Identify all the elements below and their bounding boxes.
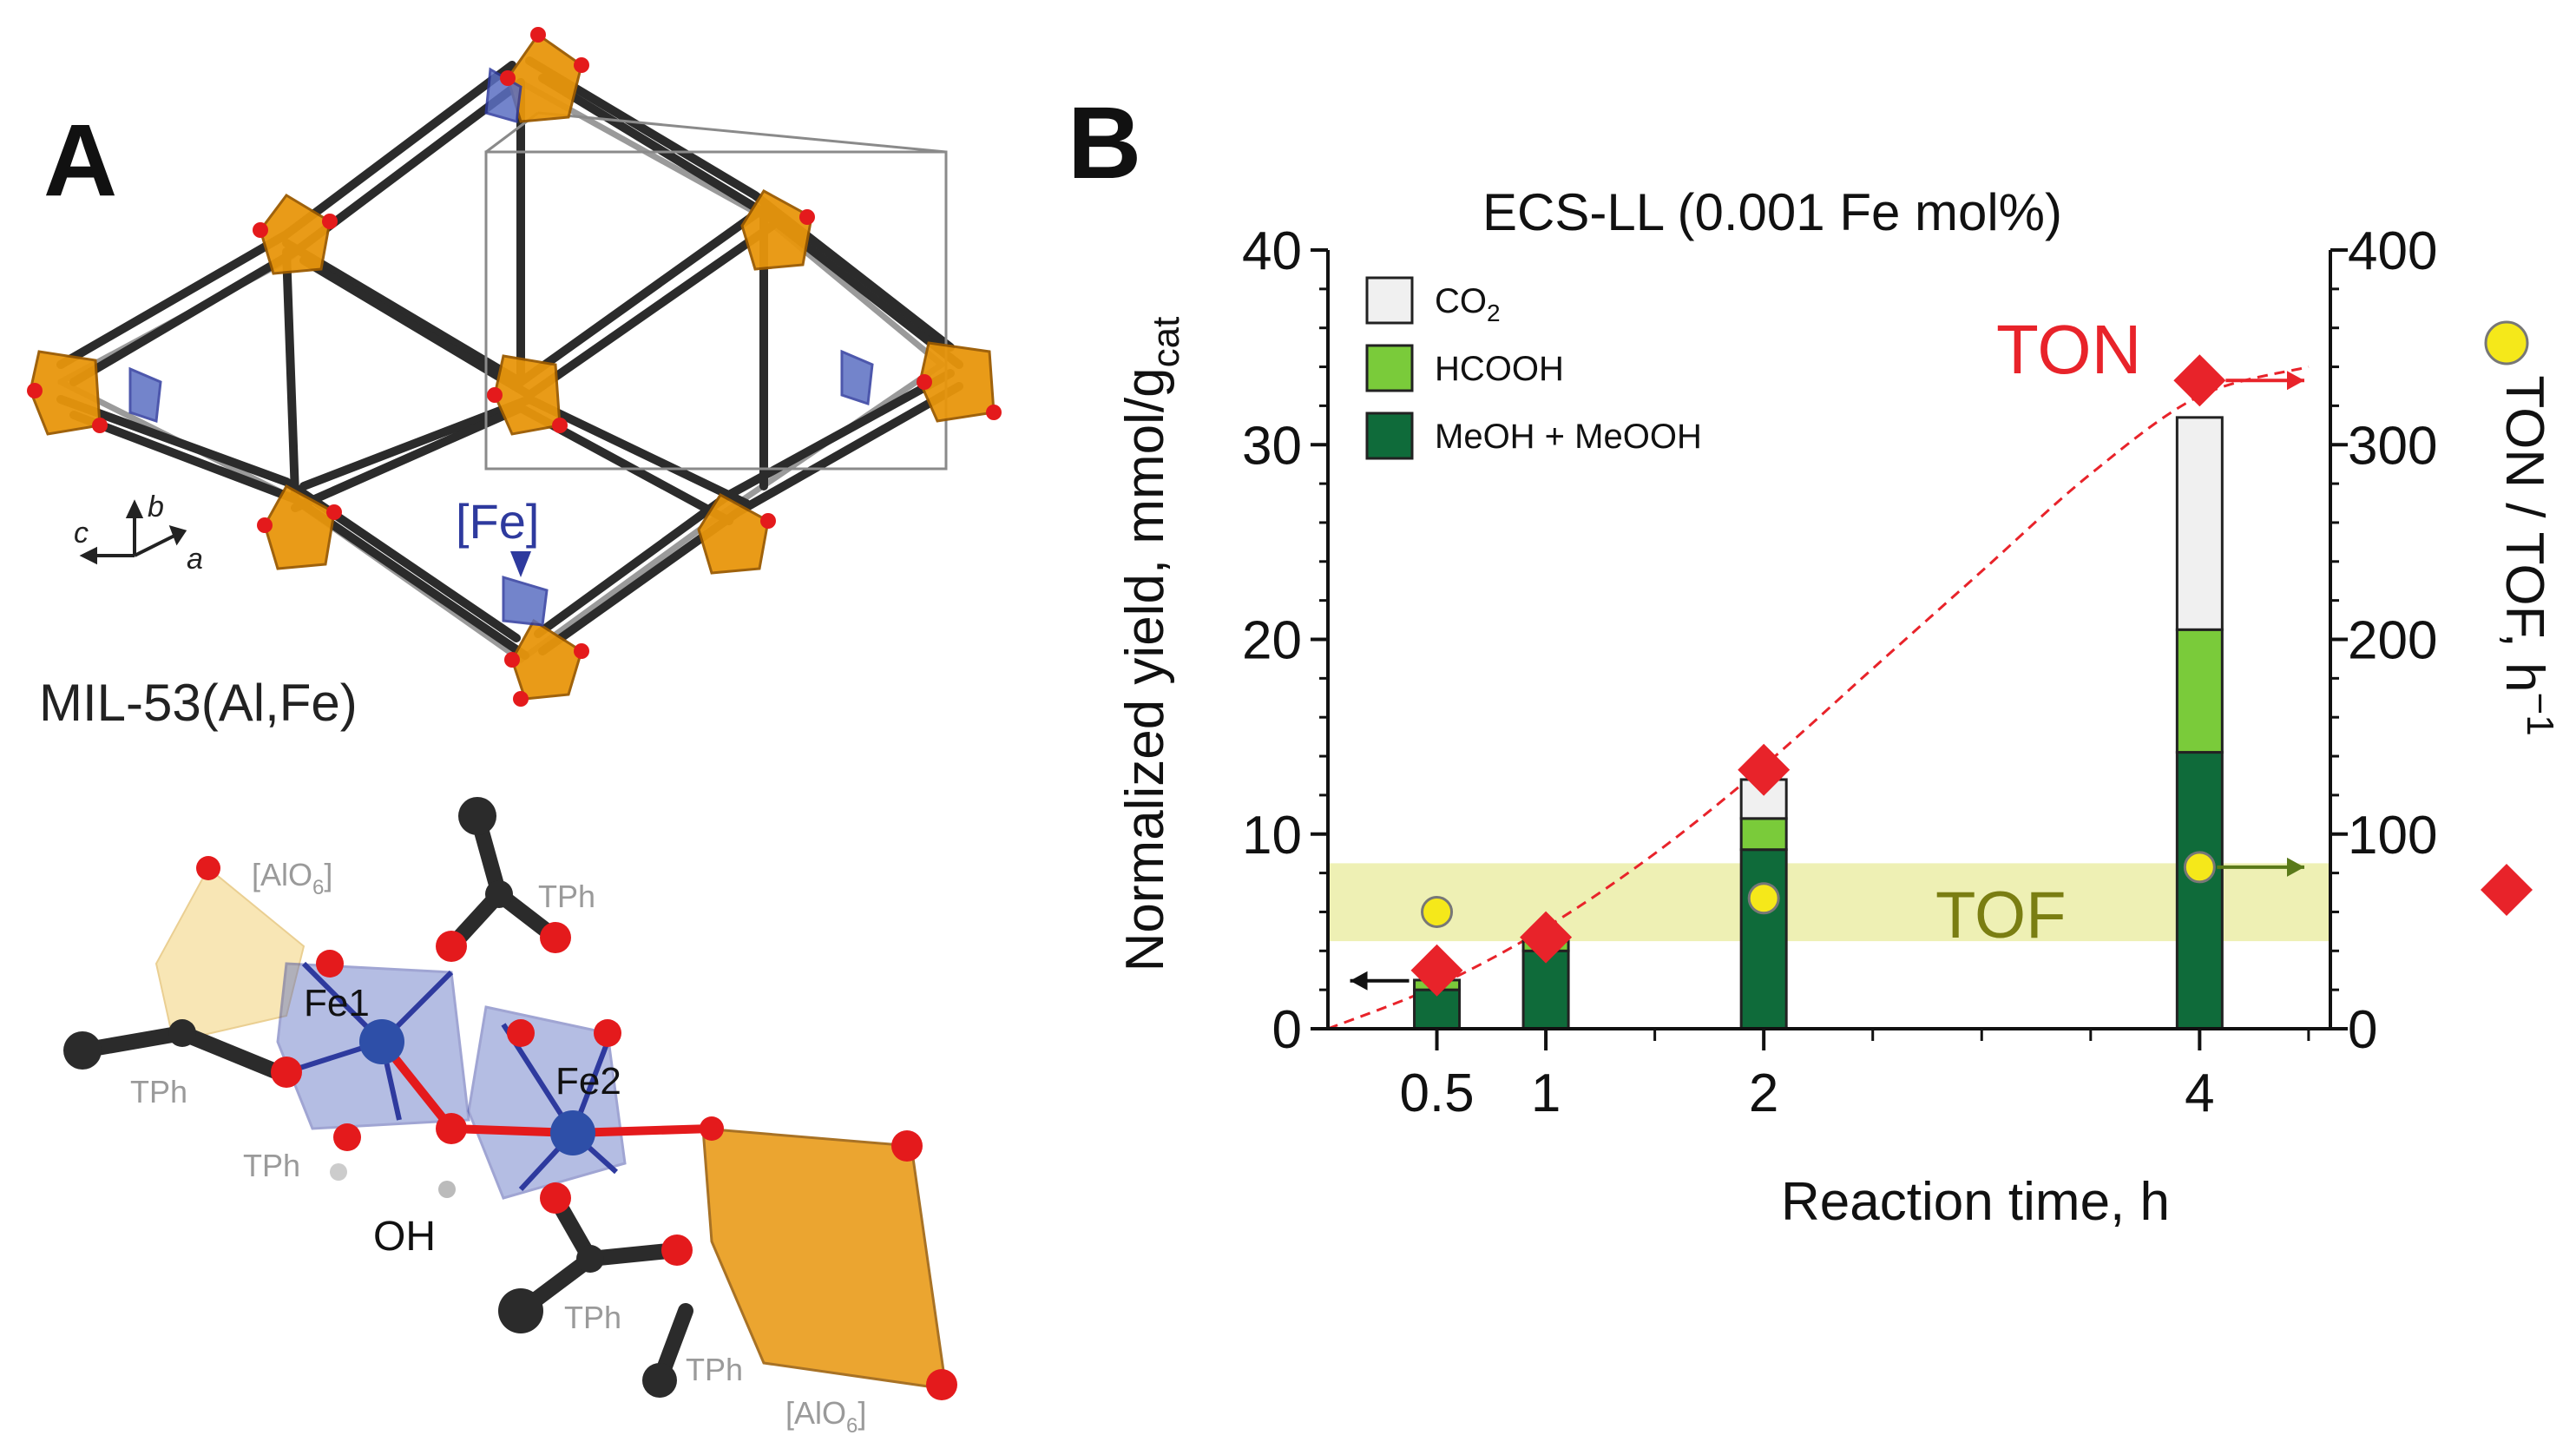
ton-point-3: [2173, 354, 2226, 407]
tof-band: [1328, 863, 2330, 942]
tof-band-layer: [1328, 863, 2330, 942]
legend-swatch-2: [1365, 411, 1414, 460]
framework-label: MIL-53(Al,Fe): [39, 674, 358, 732]
y2-title-ton-marker: [2481, 864, 2533, 916]
x-axis-title: Reaction time, h: [1781, 1172, 2170, 1232]
y2-tick-label-1: 100: [2348, 806, 2437, 866]
bar-hcooh-2: [1739, 817, 1788, 852]
panel-b-letter: B: [1068, 86, 1141, 201]
panel-a: A: [27, 27, 1002, 1438]
fe2-atom: [550, 1110, 595, 1155]
left-axis-arrow-head: [1350, 971, 1368, 991]
fe1-atom: [359, 1019, 404, 1064]
bar-meoh-2: [1739, 848, 1788, 1030]
y2-tick-label-4: 400: [2348, 221, 2437, 281]
fe-site-label: [Fe]: [456, 494, 539, 549]
y-axis-title: Normalized yield, mmol/gcat: [1115, 317, 1187, 972]
ton-point-1: [1520, 911, 1573, 964]
tof-band-label: TOF: [1935, 879, 2067, 952]
y2-tick-label-0: 0: [2348, 1000, 2377, 1060]
y2-axis-title: TON / TOF, h−1: [2494, 375, 2561, 735]
markers-layer: [1410, 354, 2226, 997]
ton-fit-layer: [1327, 365, 2310, 1030]
y-tick-label-2: 20: [1242, 611, 1302, 671]
legend-label-2: MeOH + MeOOH: [1435, 418, 1702, 456]
alo6-top-label: [AlO6]: [252, 857, 332, 899]
ton-point-0: [1410, 944, 1463, 997]
ton-fit-curve: [1327, 365, 2310, 1030]
x-tick-label-0: 0.5: [1399, 1063, 1474, 1123]
cluster-detail: [63, 797, 957, 1400]
tof-point-0: [1421, 895, 1454, 928]
x-tick-label-2: 2: [1749, 1063, 1778, 1123]
legend-label-0: CO2: [1435, 282, 1501, 326]
tof-point-3: [2183, 851, 2216, 884]
axis-b-label: b: [148, 490, 164, 523]
panel-a-letter: A: [43, 103, 117, 218]
tph-label-1: TPh: [538, 879, 595, 914]
fe-site-arrow: [510, 551, 531, 577]
bar-hcooh-3: [2175, 628, 2224, 754]
arrows-layer: [1350, 371, 2304, 991]
x-tick-label-1: 1: [1531, 1063, 1561, 1123]
tof-point-2: [1747, 882, 1780, 915]
axis-a-label: a: [187, 543, 203, 576]
y2-tick-label-2: 200: [2348, 611, 2437, 671]
y2-tick-label-3: 300: [2348, 416, 2437, 476]
panel-b-chart: B ECS-LL (0.001 Fe mol%) 010203040010020…: [1068, 86, 2561, 1232]
ton-right-arrow-head: [2287, 371, 2304, 391]
fe1-label: Fe1: [304, 982, 370, 1024]
tph-label-2: TPh: [130, 1074, 187, 1109]
legend-swatch-1: [1365, 344, 1414, 392]
y-tick-label-4: 40: [1242, 221, 1302, 281]
bar-meoh-3: [2175, 751, 2224, 1030]
ton-label: TON: [1996, 311, 2141, 388]
axis-c-label: c: [74, 517, 89, 550]
legend-swatch-0: [1365, 276, 1414, 325]
alo6-bottom-polyhedron: [701, 1127, 948, 1391]
y2-title-tof-marker: [2484, 320, 2529, 365]
tph-label-4: TPh: [564, 1300, 621, 1335]
chart-title: ECS-LL (0.001 Fe mol%): [1482, 183, 2062, 241]
axes-indicator: [79, 499, 187, 565]
y-tick-label-1: 10: [1242, 806, 1302, 866]
y-tick-label-3: 30: [1242, 416, 1302, 476]
bar-co2-3: [2175, 416, 2224, 631]
legend-label-1: HCOOH: [1435, 350, 1564, 388]
alo6-bottom-label: [AlO6]: [785, 1395, 866, 1438]
oh-label: OH: [373, 1214, 436, 1260]
tph-label-5: TPh: [686, 1352, 743, 1387]
tph-label-3: TPh: [243, 1148, 300, 1183]
x-tick-label-3: 4: [2185, 1063, 2214, 1123]
fe2-label: Fe2: [555, 1060, 621, 1103]
ton-point-2: [1738, 743, 1791, 796]
tof-right-arrow-head: [2287, 857, 2304, 877]
oxygen-atoms: [27, 27, 1002, 707]
y-tick-label-0: 0: [1272, 1000, 1302, 1060]
alo6-top-polyhedron: [154, 866, 306, 1044]
